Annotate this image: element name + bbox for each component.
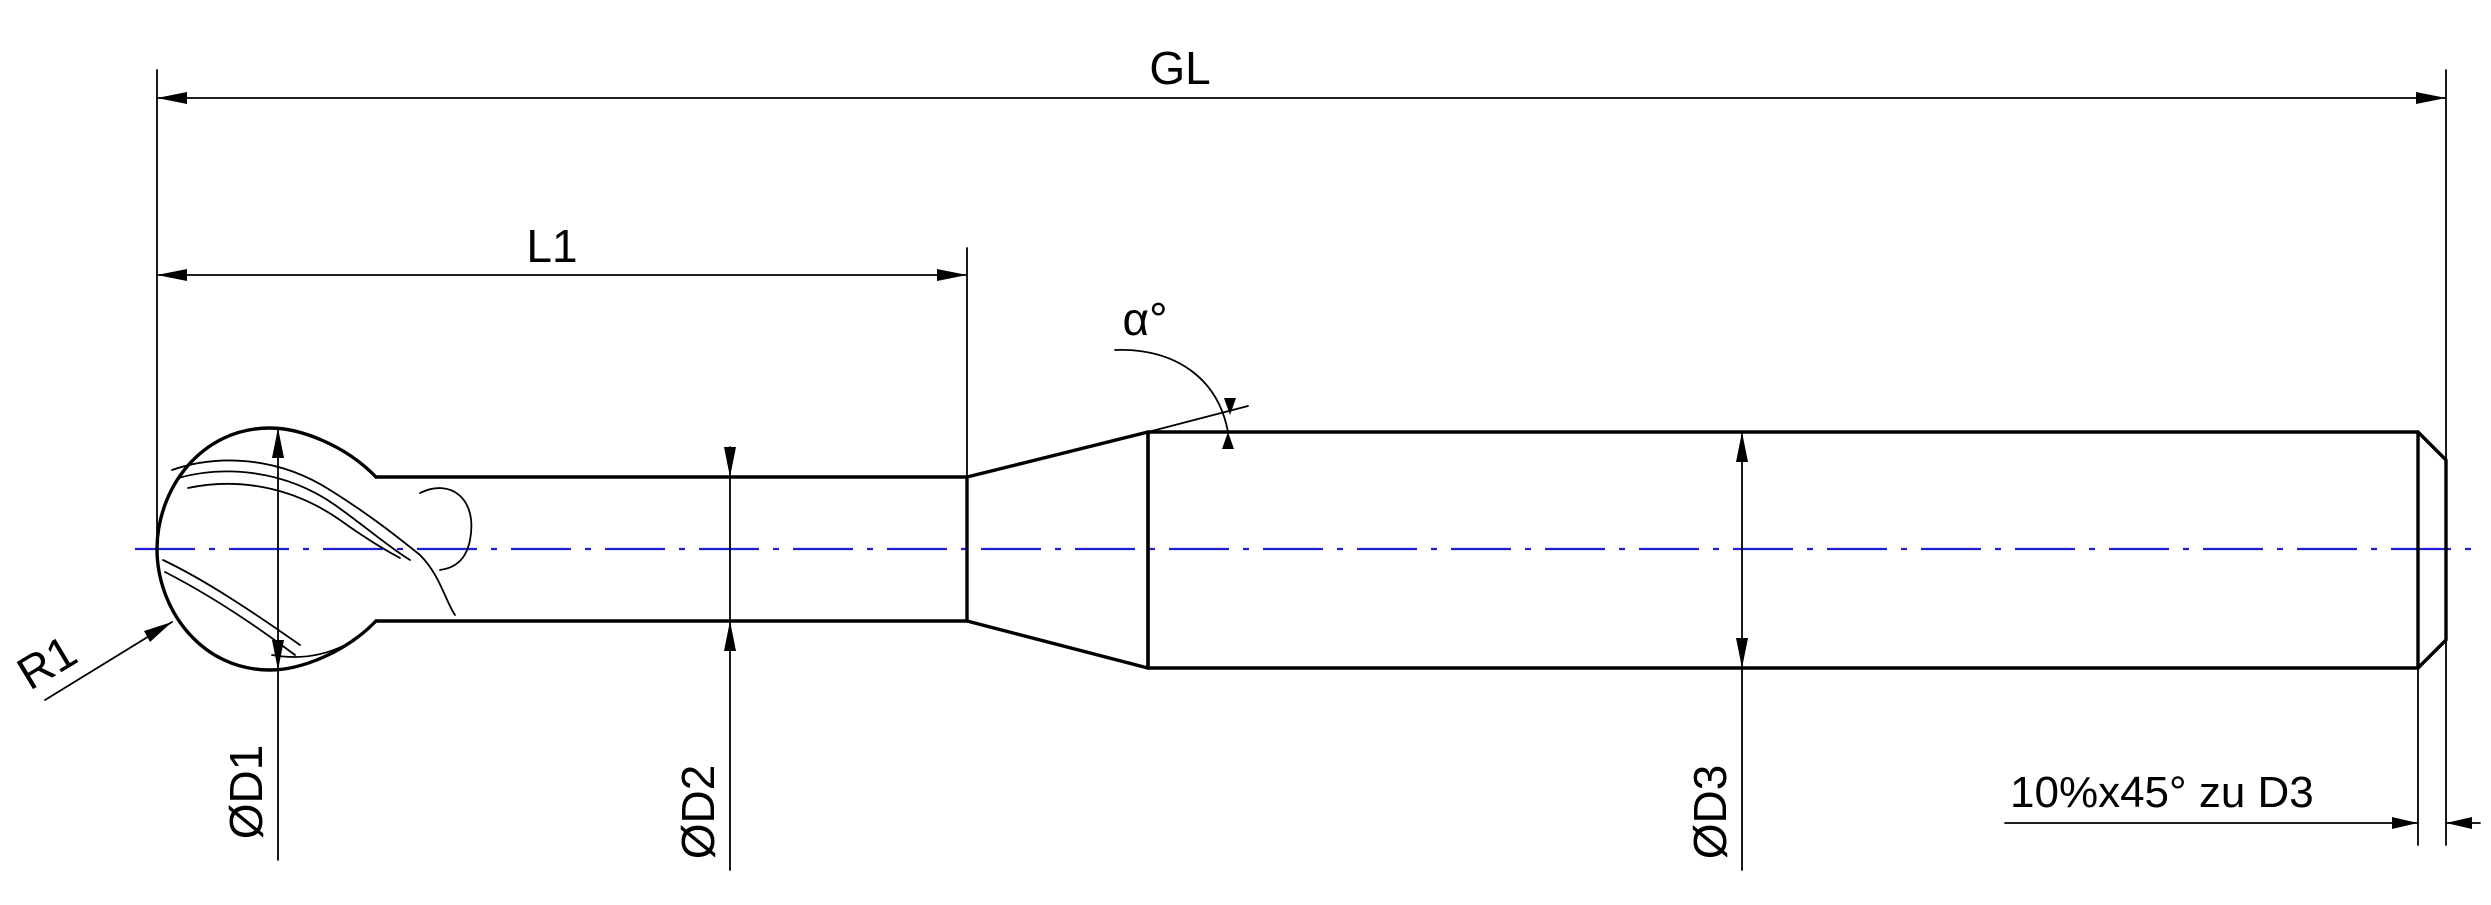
d3-label: ØD3: [1684, 765, 1736, 860]
flute-curves: [162, 459, 473, 658]
dimension-d1: ØD1: [220, 427, 284, 861]
d1-label: ØD1: [220, 745, 272, 840]
ball-head: [155, 426, 378, 672]
r1-label: R1: [8, 625, 85, 700]
dimension-chamfer: 10%x45° zu D3: [2004, 639, 2481, 846]
neck: [374, 475, 969, 623]
taper: [965, 430, 1150, 670]
chamfer-note: 10%x45° zu D3: [2010, 768, 2314, 817]
dimension-d3: ØD3: [1684, 431, 1748, 871]
gl-label: GL: [1149, 42, 1210, 94]
d2-label: ØD2: [672, 765, 724, 860]
dimension-gl: GL: [156, 42, 2447, 546]
alpha-label: α°: [1123, 293, 1168, 345]
dimension-l1: L1: [156, 220, 968, 478]
l1-label: L1: [526, 220, 577, 272]
dimension-alpha: α°: [1114, 293, 1249, 449]
dimension-r1: R1: [8, 621, 173, 701]
dimension-d2: ØD2: [672, 446, 736, 871]
